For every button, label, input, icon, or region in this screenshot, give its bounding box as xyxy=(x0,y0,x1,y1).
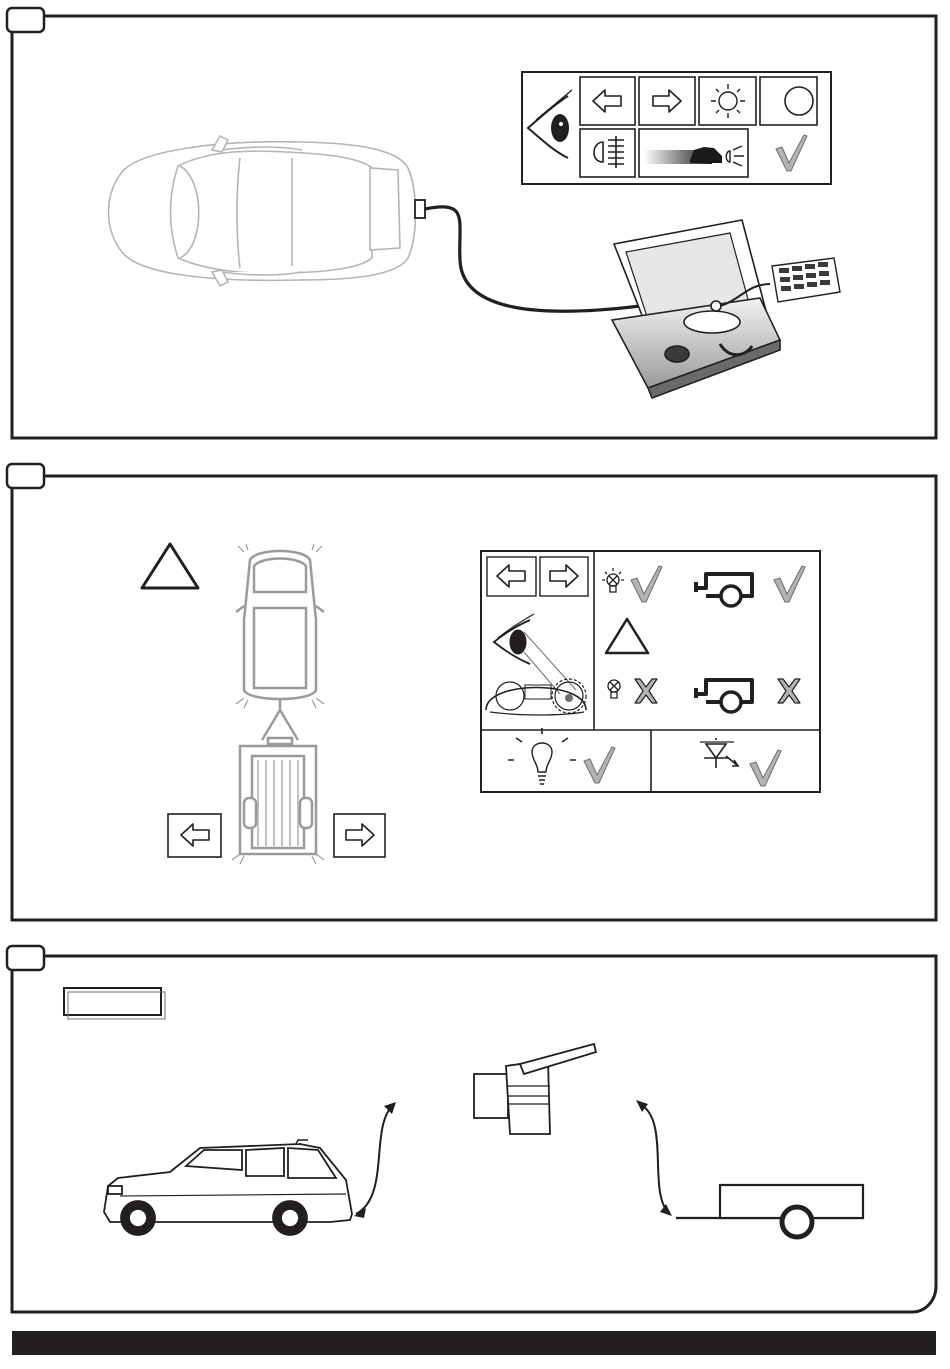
test-icon-legend xyxy=(522,72,831,184)
car-socket xyxy=(415,200,425,218)
panel-2 xyxy=(7,464,936,920)
indicator-legend xyxy=(481,551,820,792)
step-tab-3 xyxy=(7,946,44,970)
panel-1 xyxy=(7,8,936,438)
footer-bar xyxy=(12,1331,936,1355)
panel-3 xyxy=(7,946,936,1312)
step-tab-2 xyxy=(7,464,44,488)
car-topview xyxy=(109,136,416,286)
step-tab-1 xyxy=(7,8,44,32)
